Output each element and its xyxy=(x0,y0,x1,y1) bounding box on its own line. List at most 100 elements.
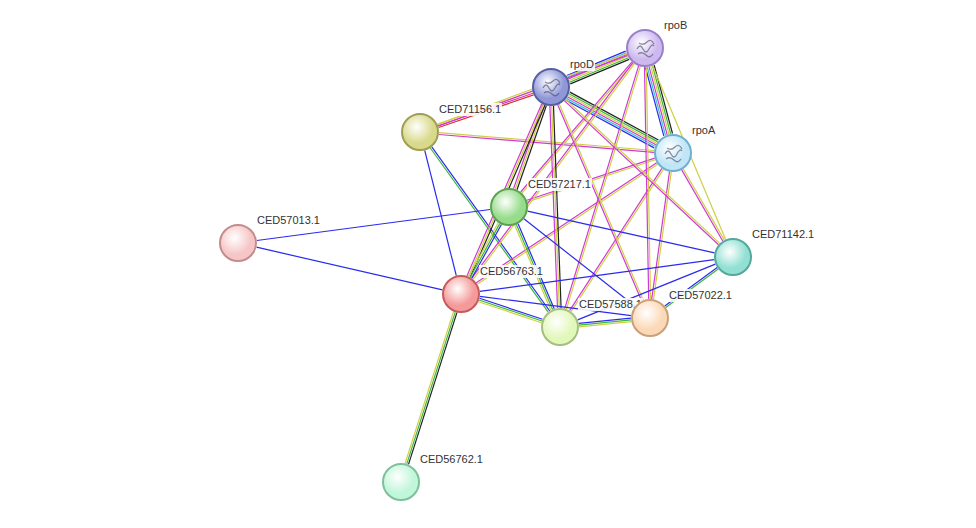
protein-node: CED57022.1 xyxy=(631,299,669,337)
edge-line xyxy=(476,163,656,283)
node-label: CED57217.1 xyxy=(527,178,592,191)
edge-line xyxy=(567,51,626,76)
interaction-edge xyxy=(257,247,443,290)
edge-line xyxy=(524,219,635,306)
node-label: rpoB xyxy=(663,19,688,32)
protein-node: CED57013.1 xyxy=(219,224,257,262)
node-circle xyxy=(626,29,664,67)
interaction-edge xyxy=(566,92,659,148)
node-label: CED71142.1 xyxy=(751,228,815,241)
node-circle xyxy=(382,463,420,501)
edge-line xyxy=(439,133,654,151)
edge-line xyxy=(257,247,443,290)
node-circle xyxy=(714,238,752,276)
interaction-edge xyxy=(480,260,714,292)
edge-line xyxy=(654,172,672,299)
protein-node: rpoD xyxy=(532,68,570,106)
edge-line xyxy=(409,313,457,465)
protein-node: CED57588.1 xyxy=(541,308,579,346)
protein-node: CED71142.1 xyxy=(714,238,752,276)
interaction-edge xyxy=(425,150,457,275)
edge-line xyxy=(405,312,453,464)
interaction-edge xyxy=(564,99,719,244)
edge-line xyxy=(682,170,723,241)
edge-line xyxy=(646,68,664,136)
edge-line xyxy=(479,302,542,323)
structure-icon xyxy=(532,68,570,106)
edge-line xyxy=(552,106,560,308)
edge-line xyxy=(528,211,715,253)
edge-line xyxy=(683,169,724,240)
node-label: CED56763.1 xyxy=(479,265,544,278)
interaction-edge xyxy=(479,298,543,322)
protein-node: CED57217.1 xyxy=(490,188,528,226)
edge-line xyxy=(554,106,562,308)
interaction-edge xyxy=(646,65,673,136)
node-label: CED56762.1 xyxy=(419,453,484,466)
edge-line xyxy=(564,101,718,245)
node-label: CED57022.1 xyxy=(668,289,733,302)
edge-line xyxy=(480,298,543,319)
protein-node: CED71156.1 xyxy=(401,113,439,151)
protein-node: CED56762.1 xyxy=(382,463,420,501)
interaction-edge xyxy=(514,104,547,189)
edge-line xyxy=(579,322,631,327)
interaction-edge xyxy=(579,318,632,327)
node-circle xyxy=(654,134,692,172)
edge-line xyxy=(647,67,665,135)
interaction-edge xyxy=(430,147,549,312)
protein-node: CED56763.1 xyxy=(442,275,480,313)
edge-line xyxy=(438,54,627,125)
protein-node: rpoA xyxy=(654,134,692,172)
interaction-edge xyxy=(645,67,651,299)
interaction-edge xyxy=(405,312,457,465)
edge-line xyxy=(645,67,649,299)
interaction-edge xyxy=(528,211,715,253)
interaction-edge xyxy=(682,169,725,241)
edge-line xyxy=(653,66,671,134)
edge-line xyxy=(257,210,490,241)
node-label: rpoD xyxy=(569,58,595,71)
interaction-edge xyxy=(257,210,490,241)
node-circle xyxy=(541,308,579,346)
edge-line xyxy=(480,260,714,292)
edge-line xyxy=(550,106,558,308)
interaction-edge xyxy=(476,163,657,284)
edge-line xyxy=(652,66,725,240)
node-circle xyxy=(532,68,570,106)
interaction-edge xyxy=(439,133,654,153)
node-circle xyxy=(401,113,439,151)
edge-line xyxy=(522,63,633,193)
interaction-edge xyxy=(437,92,533,128)
edge-line xyxy=(439,135,654,153)
edge-line xyxy=(527,160,655,202)
edge-line xyxy=(651,66,669,134)
edge-line xyxy=(568,95,657,143)
edge-line xyxy=(407,312,455,464)
node-label: CED57013.1 xyxy=(256,214,321,227)
interaction-edge xyxy=(472,63,635,280)
node-circle xyxy=(631,299,669,337)
edge-line xyxy=(567,97,656,145)
edge-line xyxy=(649,67,667,135)
interaction-edge xyxy=(550,106,561,308)
node-circle xyxy=(490,188,528,226)
interaction-edge xyxy=(524,219,635,306)
edge-line xyxy=(477,164,657,284)
structure-icon xyxy=(626,29,664,67)
protein-node: rpoB xyxy=(626,29,664,67)
structure-icon xyxy=(654,134,692,172)
edge-line xyxy=(438,56,627,127)
interaction-edge xyxy=(438,54,628,126)
edge-line xyxy=(470,105,545,277)
node-label: CED71156.1 xyxy=(438,103,502,116)
interaction-edge xyxy=(521,62,634,193)
node-circle xyxy=(219,224,257,262)
edge-line xyxy=(425,150,457,275)
node-circle xyxy=(442,275,480,313)
edge-line xyxy=(439,95,534,128)
interaction-edge xyxy=(652,66,725,240)
node-label: rpoA xyxy=(691,124,716,137)
